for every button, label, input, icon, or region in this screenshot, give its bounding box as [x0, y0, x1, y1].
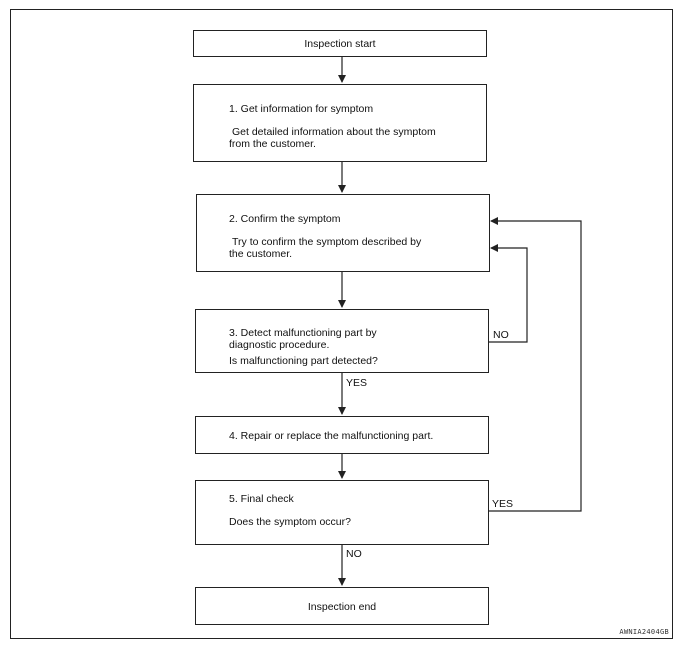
- figure-code: AWNIA2404GB: [619, 628, 669, 636]
- step2-box: 2. Confirm the symptom Try to confirm th…: [196, 194, 490, 272]
- step2-desc-line1: Try to confirm the symptom described by: [232, 236, 422, 248]
- step1-title: 1. Get information for symptom: [229, 103, 374, 115]
- loop-no-to-step2: [489, 244, 528, 343]
- inspection-start-box: Inspection start: [193, 30, 487, 57]
- inspection-end-label: Inspection end: [307, 601, 377, 613]
- step3-title-line2: diagnostic procedure.: [229, 339, 330, 351]
- inspection-start-label: Inspection start: [304, 38, 376, 50]
- step1-desc-line2: from the customer.: [229, 138, 316, 150]
- step1-desc-line1: Get detailed information about the sympt…: [232, 126, 436, 138]
- step2-title: 2. Confirm the symptom: [229, 213, 341, 225]
- step4-title: 4. Repair or replace the malfunctioning …: [229, 430, 434, 442]
- loop-yes-to-step2: [489, 217, 582, 512]
- step3-title-line1: 3. Detect malfunctioning part by: [229, 327, 377, 339]
- step1-box: 1. Get information for symptom Get detai…: [193, 84, 487, 162]
- no-label-step3: NO: [493, 329, 509, 341]
- yes-label-step3: YES: [346, 377, 368, 389]
- step5-box: 5. Final check Does the symptom occur?: [195, 480, 489, 545]
- step5-question: Does the symptom occur?: [229, 516, 351, 528]
- step4-box: 4. Repair or replace the malfunctioning …: [195, 416, 489, 454]
- yes-label-step5: YES: [492, 498, 514, 510]
- inspection-end-box: Inspection end: [195, 587, 489, 625]
- step3-box: 3. Detect malfunctioning part by diagnos…: [195, 309, 489, 373]
- figure-frame: [10, 9, 673, 639]
- no-label-step5: NO: [346, 548, 362, 560]
- step2-desc-line2: the customer.: [229, 248, 293, 260]
- step5-title: 5. Final check: [229, 493, 294, 505]
- step3-question: Is malfunctioning part detected?: [229, 355, 378, 367]
